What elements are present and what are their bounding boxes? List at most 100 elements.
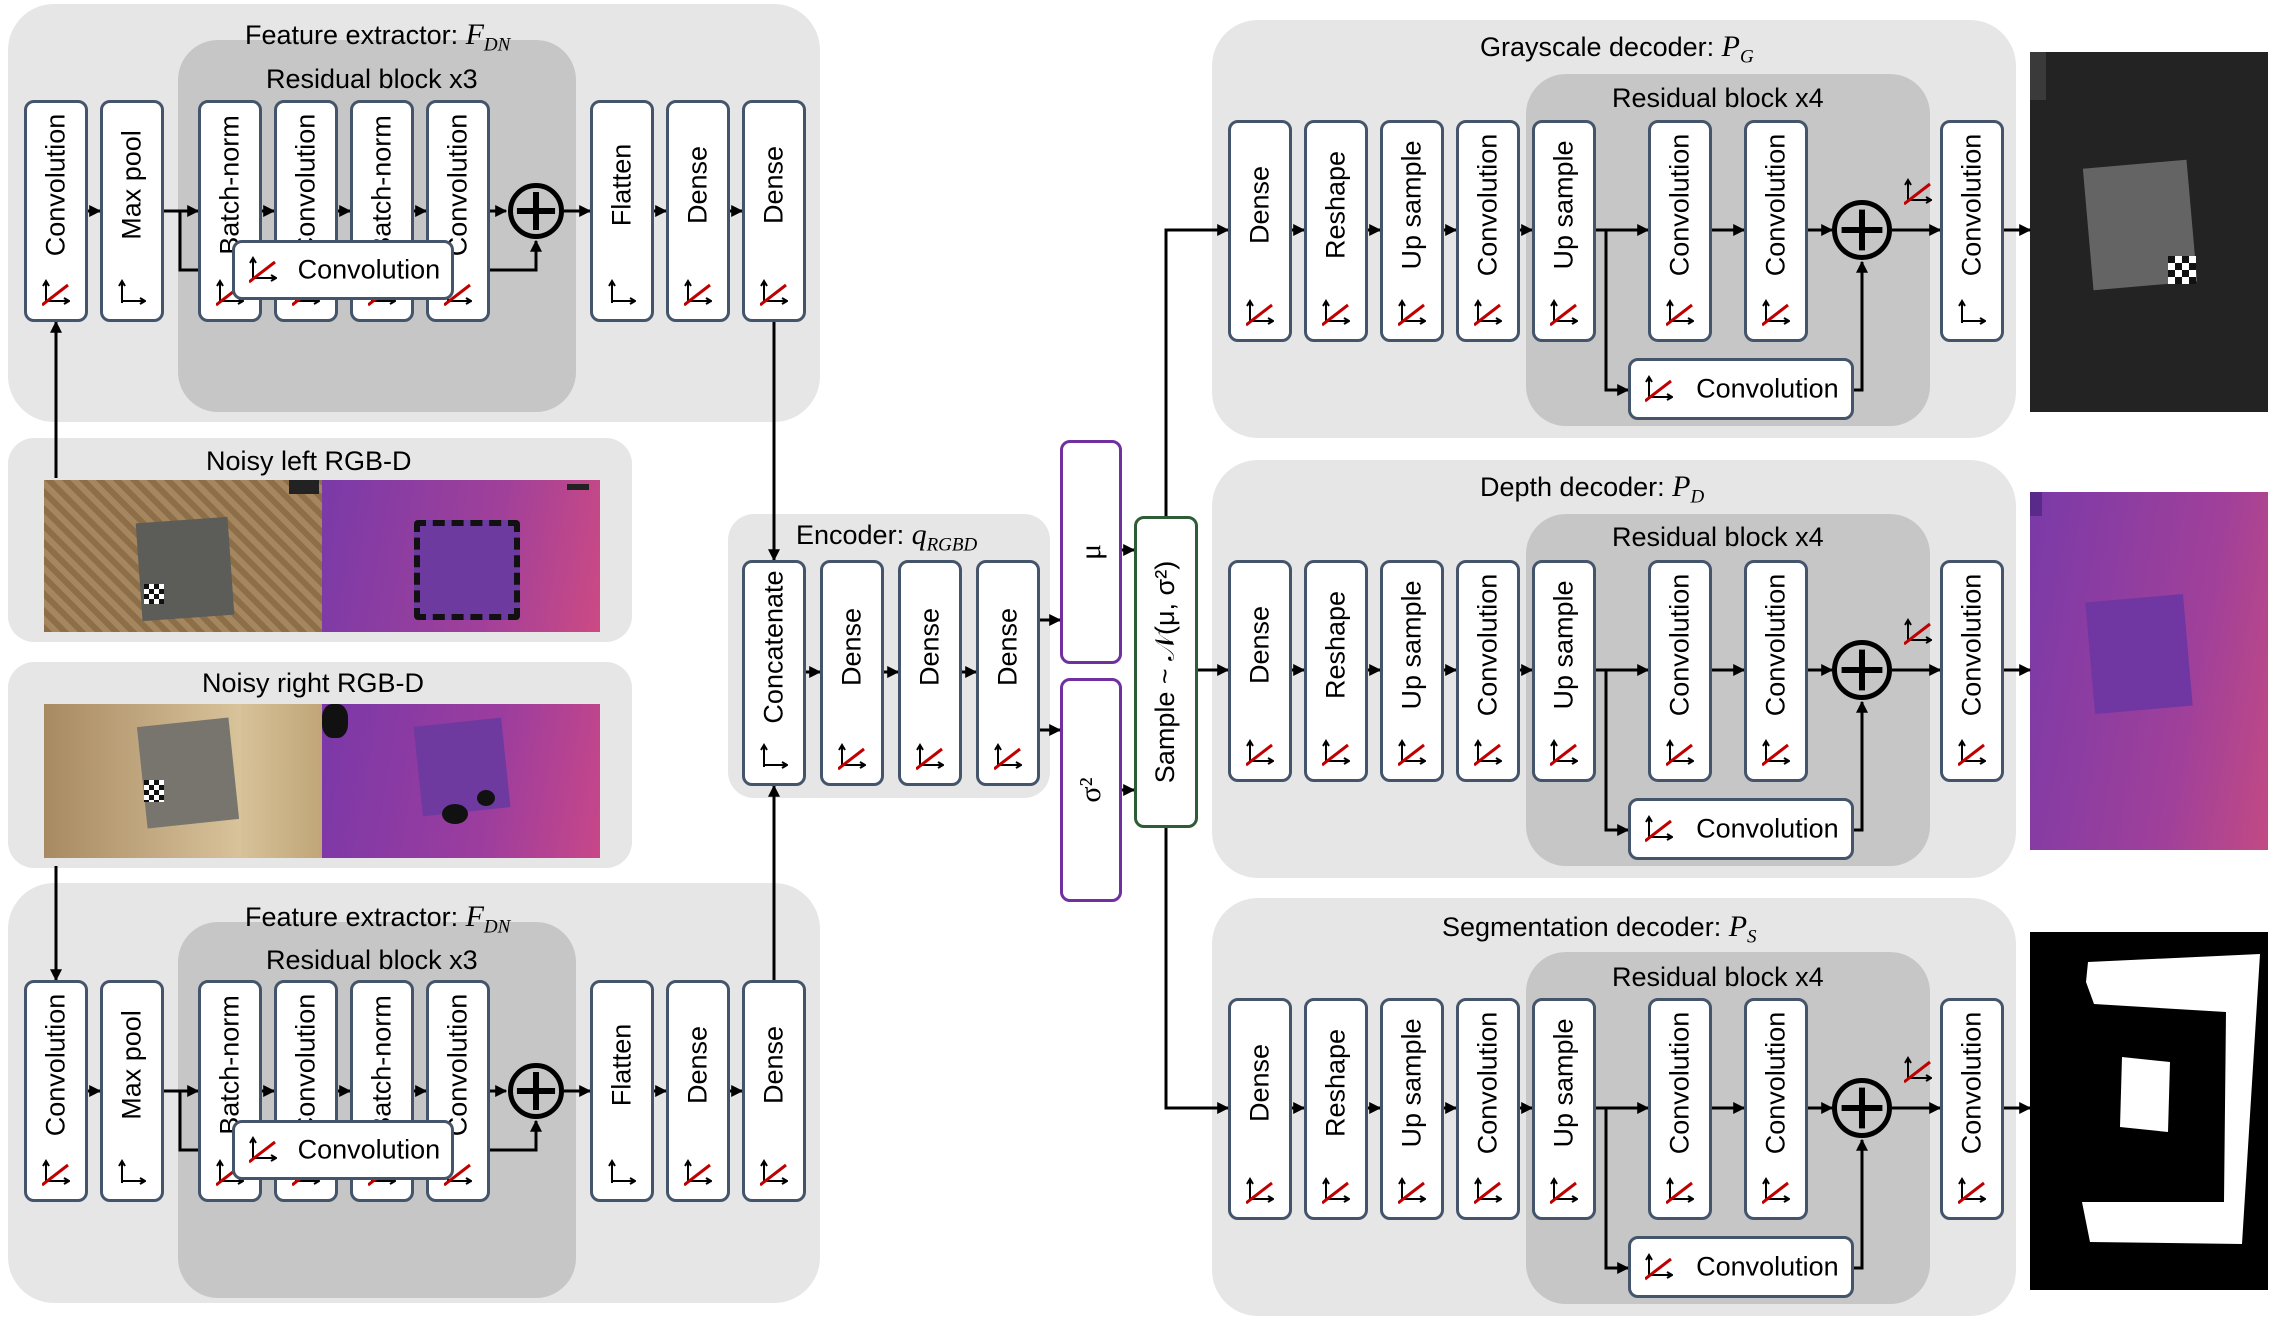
bottom-extractor-skip-convolution: Convolution [232,1120,454,1180]
segmentation-decoder-reshape-1: Reshape [1304,998,1368,1220]
crossed-activation-icon [1666,739,1694,767]
feature-extractor-bottom-title: Feature extractor: FDN [245,900,511,938]
depth-decoder-reshape-1: Reshape [1304,560,1368,782]
segmentation-decoder-up_sample-4: Up sample [1532,998,1596,1220]
grayscale-decoder-convolution-3: Convolution [1456,120,1520,342]
activation-plot-icon [608,1159,636,1185]
crossed-activation-icon [1322,299,1350,327]
bottom-extractor-sum-node [508,1063,564,1119]
top-extractor-batch_norm-4-label: Batch-norm [366,115,397,255]
noisy-right-depth-image [322,704,600,858]
crossed-activation-icon [1550,1177,1578,1205]
depth-decoder-up_sample-2-label: Up sample [1396,580,1427,710]
crossed-activation-icon [1246,739,1274,767]
depth-decoder-reshape-1-label: Reshape [1320,591,1351,700]
depth-decoder-skip-return-arrow [1854,700,1868,832]
crossed-activation-icon [1904,178,1932,206]
activation-plot-icon [760,743,788,769]
grayscale-decoder-convolution-5-label: Convolution [1664,133,1695,277]
depth-decoder-sum-node [1832,640,1892,700]
bottom-extractor-post-flatten-0: Flatten [590,980,654,1202]
noisy-left-rgb-image [44,480,322,632]
crossed-activation-icon [249,1136,277,1164]
bottom-extractor-convolution-0-label: Convolution [40,993,71,1137]
top-extractor-batch_norm-2-label: Batch-norm [214,115,245,255]
bottom-extractor-post-dense-2: Dense [742,980,806,1202]
segmentation-title: Segmentation decoder: PS [1442,910,1757,948]
grayscale-residual-title: Residual block x4 [1612,83,1824,113]
depth-decoder-up_sample-4: Up sample [1532,560,1596,782]
top-extractor-sum-node [508,183,564,239]
encoder-dense-2-label: Dense [992,607,1023,686]
circle-plus-icon [1841,1087,1883,1129]
depth-decoder-up_sample-2: Up sample [1380,560,1444,782]
segmentation-decoder-convolution-5-label: Convolution [1664,1011,1695,1155]
depth-decoder-skip-convolution-label: Convolution [1696,813,1839,844]
depth-decoder-dense-0: Dense [1228,560,1292,782]
crossed-activation-icon [1645,1253,1673,1281]
segmentation-decoder-convolution-3-label: Convolution [1472,1011,1503,1155]
crossed-activation-icon [916,743,944,771]
circle-plus-icon [516,191,556,231]
grayscale-decoder-up_sample-4: Up sample [1532,120,1596,342]
crossed-activation-icon [1958,739,1986,767]
depth-decoder-skip-convolution: Convolution [1628,798,1854,860]
grayscale-decoder-convolution-6: Convolution [1744,120,1808,342]
encoder-dense-2: Dense [976,560,1040,786]
depth-decoder-convolution-5-label: Convolution [1664,573,1695,717]
segmentation-decoder-convolution-3: Convolution [1456,998,1520,1220]
grayscale-decoder-skip-convolution-label: Convolution [1696,373,1839,404]
depth-title: Depth decoder: PD [1480,470,1705,508]
crossed-activation-icon [1762,1177,1790,1205]
circle-plus-icon [1841,649,1883,691]
crossed-activation-icon [1904,618,1932,646]
depth-decoder-convolution-3-label: Convolution [1472,573,1503,717]
top-extractor-convolution-0: Convolution [24,100,88,322]
activation-plot-icon [118,279,146,305]
top-extractor-post-flatten-0-label: Flatten [606,143,637,227]
circle-plus-icon [1841,209,1883,251]
segmentation-decoder-reshape-1-label: Reshape [1320,1029,1351,1138]
grayscale-decoder-sum-node [1832,200,1892,260]
sample-block: Sample ~ 𝒩(μ, σ²) [1134,516,1198,828]
top-extractor-batch_norm-2: Batch-norm [198,100,262,322]
noisy-left-depth-image [322,480,600,632]
mu-block: μ [1060,440,1122,664]
grayscale-decoder-output-convolution-label: Convolution [1956,133,1987,277]
grayscale-decoder-dense-0-label: Dense [1244,166,1275,245]
grayscale-output-image [2030,52,2268,412]
grayscale-decoder-skip-arrow [1604,230,1630,396]
segmentation-decoder-dense-0: Dense [1228,998,1292,1220]
noisy-right-title: Noisy right RGB-D [202,668,425,698]
segmentation-decoder-up_sample-4-label: Up sample [1548,1018,1579,1148]
sigma-block: σ² [1060,678,1122,902]
feature-extractor-top-title: Feature extractor: FDN [245,18,511,56]
crossed-activation-icon [1246,299,1274,327]
encoder-dense-0-label: Dense [836,607,867,686]
top-extractor-post-dense-1: Dense [666,100,730,322]
top-extractor-max_pool-1-label: Max pool [116,130,147,240]
encoder-dense-1: Dense [898,560,962,786]
crossed-activation-icon [1474,299,1502,327]
grayscale-decoder-convolution-6-label: Convolution [1760,133,1791,277]
encoder-dense-0: Dense [820,560,884,786]
noisy-left-title: Noisy left RGB-D [206,446,412,476]
mu-block-label: μ [1074,543,1107,561]
encoder-concatenate: Concatenate [742,560,806,786]
top-extractor-post-flatten-0: Flatten [590,100,654,322]
crossed-activation-icon [1398,299,1426,327]
depth-decoder-output-convolution-label: Convolution [1956,573,1987,717]
depth-decoder-convolution-3: Convolution [1456,560,1520,782]
residual-top-title: Residual block x3 [266,64,478,94]
segmentation-decoder-dense-0-label: Dense [1244,1044,1275,1123]
crossed-activation-icon [1645,815,1673,843]
segmentation-decoder-output-convolution: Convolution [1940,998,2004,1220]
top-extractor-post-dense-2: Dense [742,100,806,322]
crossed-activation-icon [1645,375,1673,403]
bottom-extractor-max_pool-1-label: Max pool [116,1010,147,1120]
top-extractor-convolution-5-label: Convolution [442,113,473,257]
segmentation-decoder-convolution-5: Convolution [1648,998,1712,1220]
crossed-activation-icon [249,256,277,284]
crossed-activation-icon [1398,739,1426,767]
